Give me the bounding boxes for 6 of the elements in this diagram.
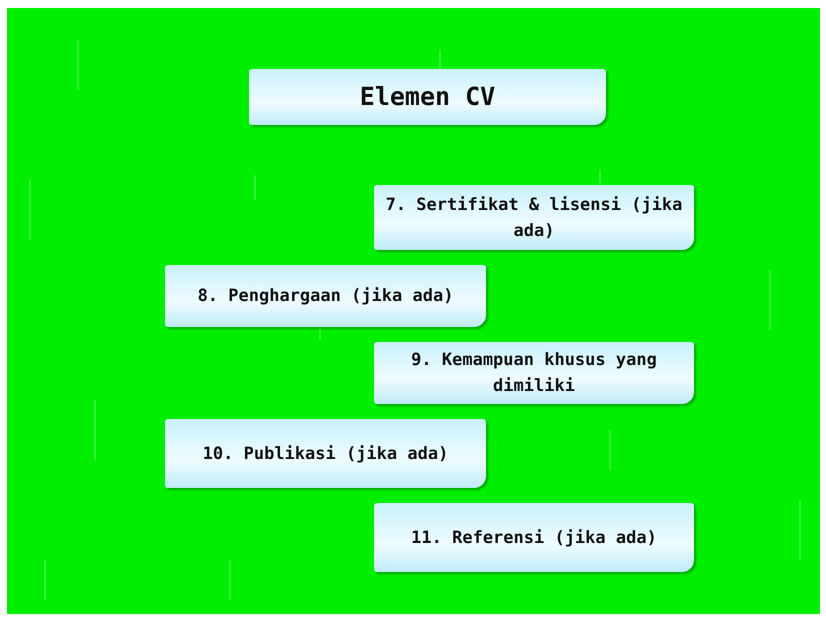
title-box: Elemen CV [249,69,606,125]
item-box: 7. Sertifikat & lisensi (jika ada) [374,185,694,250]
item-box: 9. Kemampuan khusus yang dimiliki [374,342,694,404]
item-box: 10. Publikasi (jika ada) [165,419,486,488]
item-box: 8. Penghargaan (jika ada) [165,265,486,327]
item-box: 11. Referensi (jika ada) [374,503,694,572]
